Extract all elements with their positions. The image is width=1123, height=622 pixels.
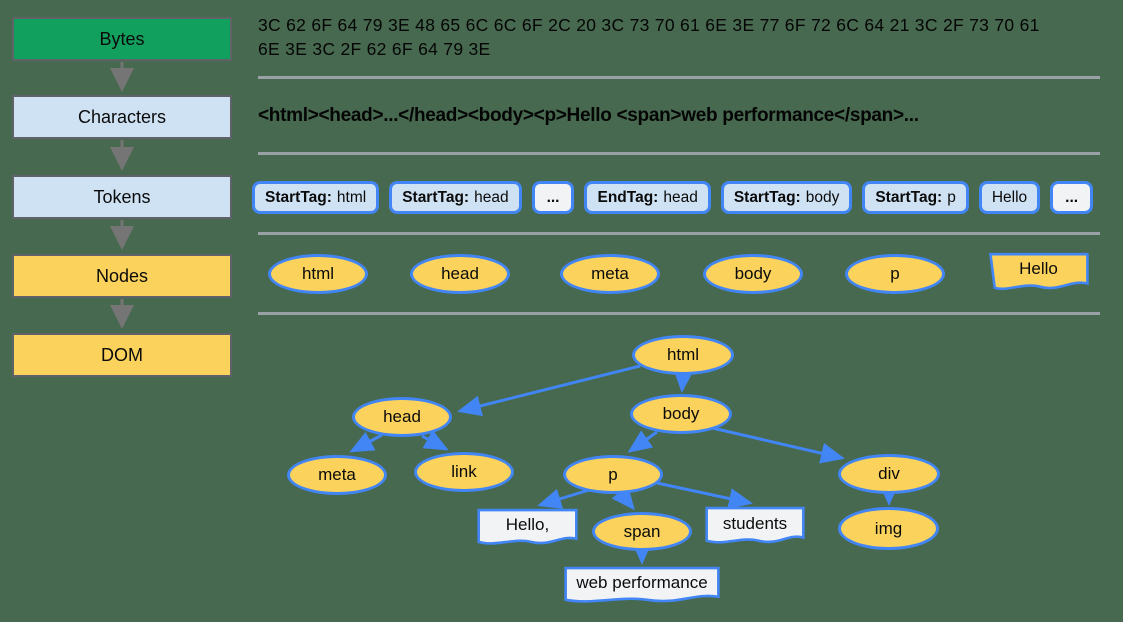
nodes-row-p: p	[845, 254, 945, 294]
nodes-row-head: head	[410, 254, 510, 294]
token-label: StartTag:	[875, 188, 943, 206]
token-value: body	[805, 188, 840, 206]
token-value: head	[474, 188, 509, 206]
row-divider	[258, 232, 1100, 235]
dom-textnode-web-performance: web performance	[563, 566, 721, 607]
token-label: StartTag:	[733, 188, 801, 206]
token-hello: Hello	[978, 181, 1041, 214]
text-node-shape	[987, 251, 1090, 293]
bytes-hex-text: 3C 62 6F 64 79 3E 48 65 6C 6C 6F 2C 20 3…	[258, 13, 1040, 61]
token-label: StartTag:	[402, 188, 470, 206]
nodes-row-body: body	[703, 254, 803, 294]
row-divider	[258, 152, 1100, 155]
text-node-shape	[705, 506, 805, 548]
bytes-hex-line-2: 6E 3E 3C 2F 62 6F 64 79 3E	[258, 39, 491, 59]
edge-html-body	[673, 368, 695, 393]
edge-p-students	[656, 481, 753, 509]
token-starttag-p: StartTag:p	[862, 181, 969, 214]
edge-p-hello	[537, 488, 590, 509]
dom-node-html: html	[632, 335, 734, 375]
edge-p-span	[611, 485, 635, 511]
text-node-shape	[563, 566, 721, 607]
dom-textnode-students: students	[705, 506, 805, 548]
pipeline-stage-tokens: Tokens	[12, 175, 232, 219]
edge-body-p	[627, 430, 658, 453]
token-starttag-body: StartTag:body	[720, 181, 853, 214]
token-label: ...	[1065, 188, 1079, 206]
bytes-hex-line-1: 3C 62 6F 64 79 3E 48 65 6C 6C 6F 2C 20 3…	[258, 15, 1040, 35]
dom-node-body: body	[630, 394, 732, 434]
dom-node-head: head	[352, 397, 452, 437]
token-label: EndTag:	[597, 188, 659, 206]
nodes-row-meta: meta	[560, 254, 660, 294]
token-value: Hello	[991, 188, 1028, 206]
nodes-row-html: html	[268, 254, 368, 294]
edge-html-head	[457, 364, 641, 417]
dom-textnode-hello: Hello,	[477, 508, 578, 549]
token-label: ...	[546, 188, 560, 206]
dom-node-meta: meta	[287, 455, 387, 495]
dom-node-img: img	[838, 507, 939, 550]
token-value: head	[663, 188, 698, 206]
token-label: StartTag:	[265, 188, 332, 206]
dom-node-p: p	[563, 455, 663, 494]
row-divider	[258, 76, 1100, 79]
token-starttag-html: StartTag:html	[252, 181, 380, 214]
text-node-label: Hello,	[505, 515, 550, 535]
token-ellipsis: ...	[1050, 181, 1094, 214]
dom-node-link: link	[414, 452, 514, 492]
edge-head-link	[421, 429, 449, 451]
edge-head-meta	[349, 431, 383, 453]
nodes-row-textnode-hello: Hello	[987, 251, 1090, 293]
dom-node-div: div	[838, 454, 940, 494]
dom-node-span: span	[592, 512, 692, 551]
pipeline-stage-characters: Characters	[12, 95, 232, 139]
token-starttag-head: StartTag:head	[389, 181, 522, 214]
token-value: html	[336, 188, 367, 206]
pipeline-stage-dom: DOM	[12, 333, 232, 377]
tokens-row: StartTag:html StartTag:head ... EndTag:h…	[252, 181, 1094, 214]
token-ellipsis: ...	[531, 181, 575, 214]
pipeline-stage-nodes: Nodes	[12, 254, 232, 298]
text-node-shape	[477, 508, 578, 549]
text-node-label: web performance	[576, 573, 708, 593]
token-value: p	[947, 188, 956, 206]
characters-text: <html><head>...</head><body><p>Hello <sp…	[258, 105, 919, 126]
edge-body-div	[707, 425, 845, 464]
pipeline-stage-bytes: Bytes	[12, 17, 232, 61]
text-node-label: students	[722, 513, 788, 533]
node-label: Hello	[1019, 258, 1058, 278]
row-divider	[258, 312, 1100, 315]
token-endtag-head: EndTag:head	[584, 181, 711, 214]
